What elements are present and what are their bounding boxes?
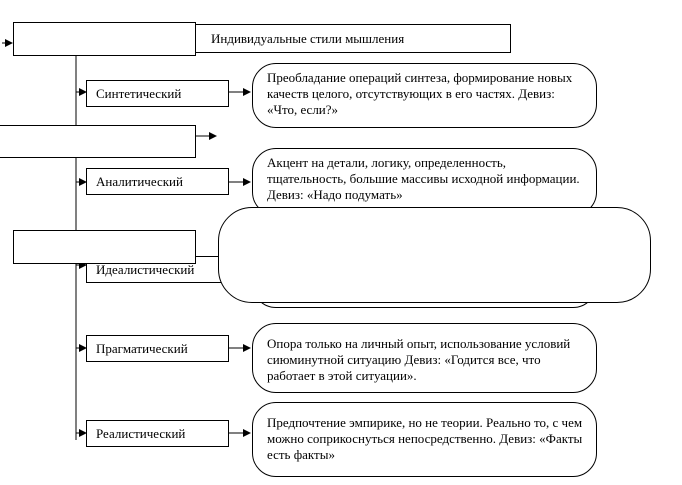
- style-name: Идеалистический: [96, 262, 195, 277]
- stray-box: [0, 125, 196, 158]
- diagram-title: Индивидуальные стили мышления: [211, 31, 405, 46]
- style-box-pragmatic: Прагматический: [86, 335, 229, 362]
- root-box: [13, 22, 196, 56]
- style-description: Акцент на детали, логику, определенность…: [267, 155, 580, 202]
- overlay-box-rounded: [218, 207, 651, 303]
- overlay-box-left: [13, 230, 196, 264]
- style-box-realistic: Реалистический: [86, 420, 229, 447]
- style-box-synthetic: Синтетический: [86, 80, 229, 107]
- style-description: Опора только на личный опыт, использован…: [267, 336, 571, 383]
- style-name: Аналитический: [96, 173, 183, 189]
- desc-box-realistic: Предпочтение эмпирике, но не теории. Реа…: [252, 402, 597, 477]
- style-name: Прагматический: [96, 340, 188, 356]
- desc-box-synthetic: Преобладание операций синтеза, формирова…: [252, 63, 597, 128]
- style-name: Синтетический: [96, 85, 182, 101]
- style-description: Предпочтение эмпирике, но не теории. Реа…: [267, 415, 583, 462]
- style-description: Преобладание операций синтеза, формирова…: [267, 70, 573, 117]
- title-frame: [195, 24, 511, 53]
- style-box-analytic: Аналитический: [86, 168, 229, 195]
- style-name: Реалистический: [96, 425, 186, 441]
- desc-box-analytic: Акцент на детали, логику, определенность…: [252, 148, 597, 216]
- desc-box-pragmatic: Опора только на личный опыт, использован…: [252, 323, 597, 393]
